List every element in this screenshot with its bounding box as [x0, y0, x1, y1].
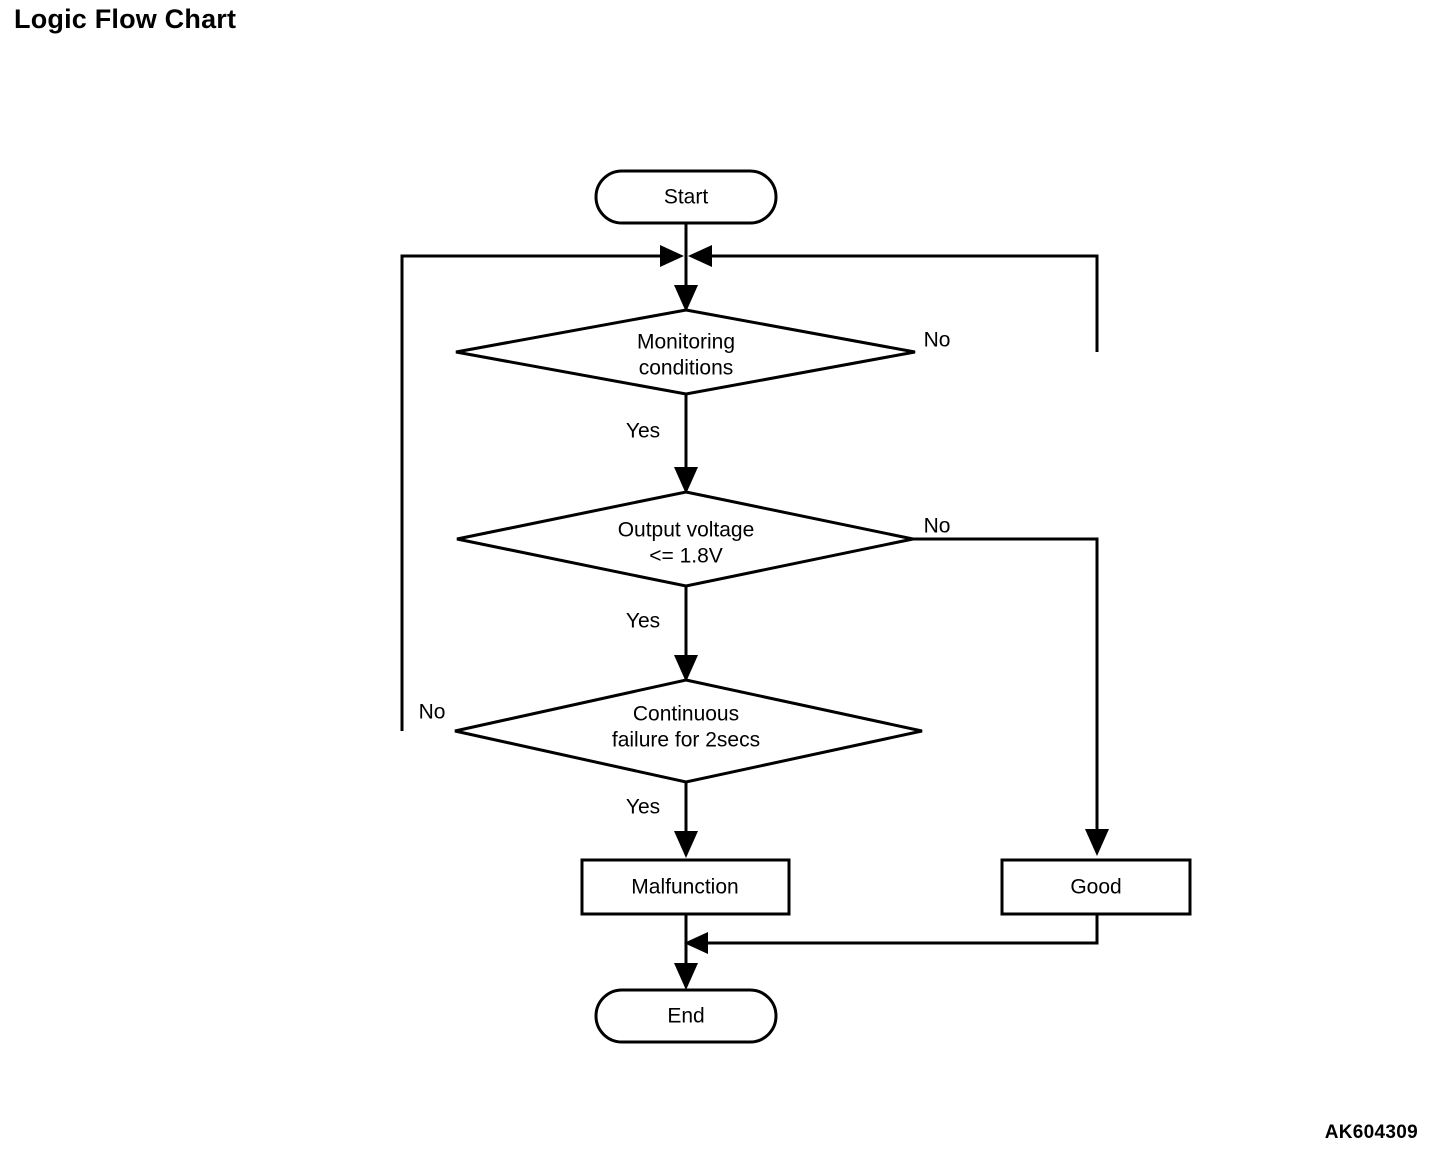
decision1-yes-label: Yes — [626, 420, 660, 443]
node-end-label: End — [667, 1005, 704, 1028]
node-end: End — [594, 988, 778, 1044]
decision3-yes-label: Yes — [626, 796, 660, 819]
decision1-no-label: No — [924, 329, 951, 352]
edge-feedback-left — [400, 254, 670, 731]
node-start: Start — [594, 169, 778, 225]
edge-good-to-merge — [700, 914, 1099, 945]
decision2-yes-label: Yes — [626, 610, 660, 633]
arrow-head-into-end — [674, 963, 698, 990]
arrow-head-into-decision2 — [674, 467, 698, 494]
decision3-label-line1: Continuous — [633, 703, 739, 726]
node-decision-continuous-failure: Continuous failure for 2secs — [454, 678, 923, 784]
node-decision-output-voltage: Output voltage <= 1.8V — [456, 490, 914, 588]
decision1-label-line2: conditions — [639, 357, 734, 380]
decision2-label-line1: Output voltage — [618, 519, 755, 542]
decision3-label-line2: failure for 2secs — [612, 729, 760, 752]
arrow-head-feedback-right — [688, 245, 712, 267]
decision1-label-line1: Monitoring — [637, 331, 735, 354]
page-title: Logic Flow Chart — [14, 4, 237, 34]
decision2-no-label: No — [924, 515, 951, 538]
node-start-label: Start — [664, 186, 709, 209]
decision2-label-line2: <= 1.8V — [649, 545, 723, 568]
arrow-head-feedback-left — [660, 245, 684, 267]
arrow-head-into-decision1 — [674, 285, 698, 312]
node-good: Good — [1000, 858, 1192, 916]
arrow-head-into-malfunction — [674, 831, 698, 858]
decision3-no-label: No — [419, 701, 446, 724]
node-good-label: Good — [1070, 876, 1121, 899]
edge-feedback-right — [702, 254, 1099, 352]
node-decision-monitoring-conditions: Monitoring conditions — [455, 308, 916, 396]
node-malfunction-label: Malfunction — [631, 876, 738, 899]
arrow-head-into-decision3 — [674, 655, 698, 682]
edge-decision2-no-to-good — [913, 537, 1099, 836]
arrow-head-into-good — [1085, 829, 1109, 856]
arrow-head-merge-left — [684, 932, 708, 954]
node-malfunction: Malfunction — [580, 858, 791, 916]
reference-code: AK604309 — [1324, 1122, 1418, 1143]
